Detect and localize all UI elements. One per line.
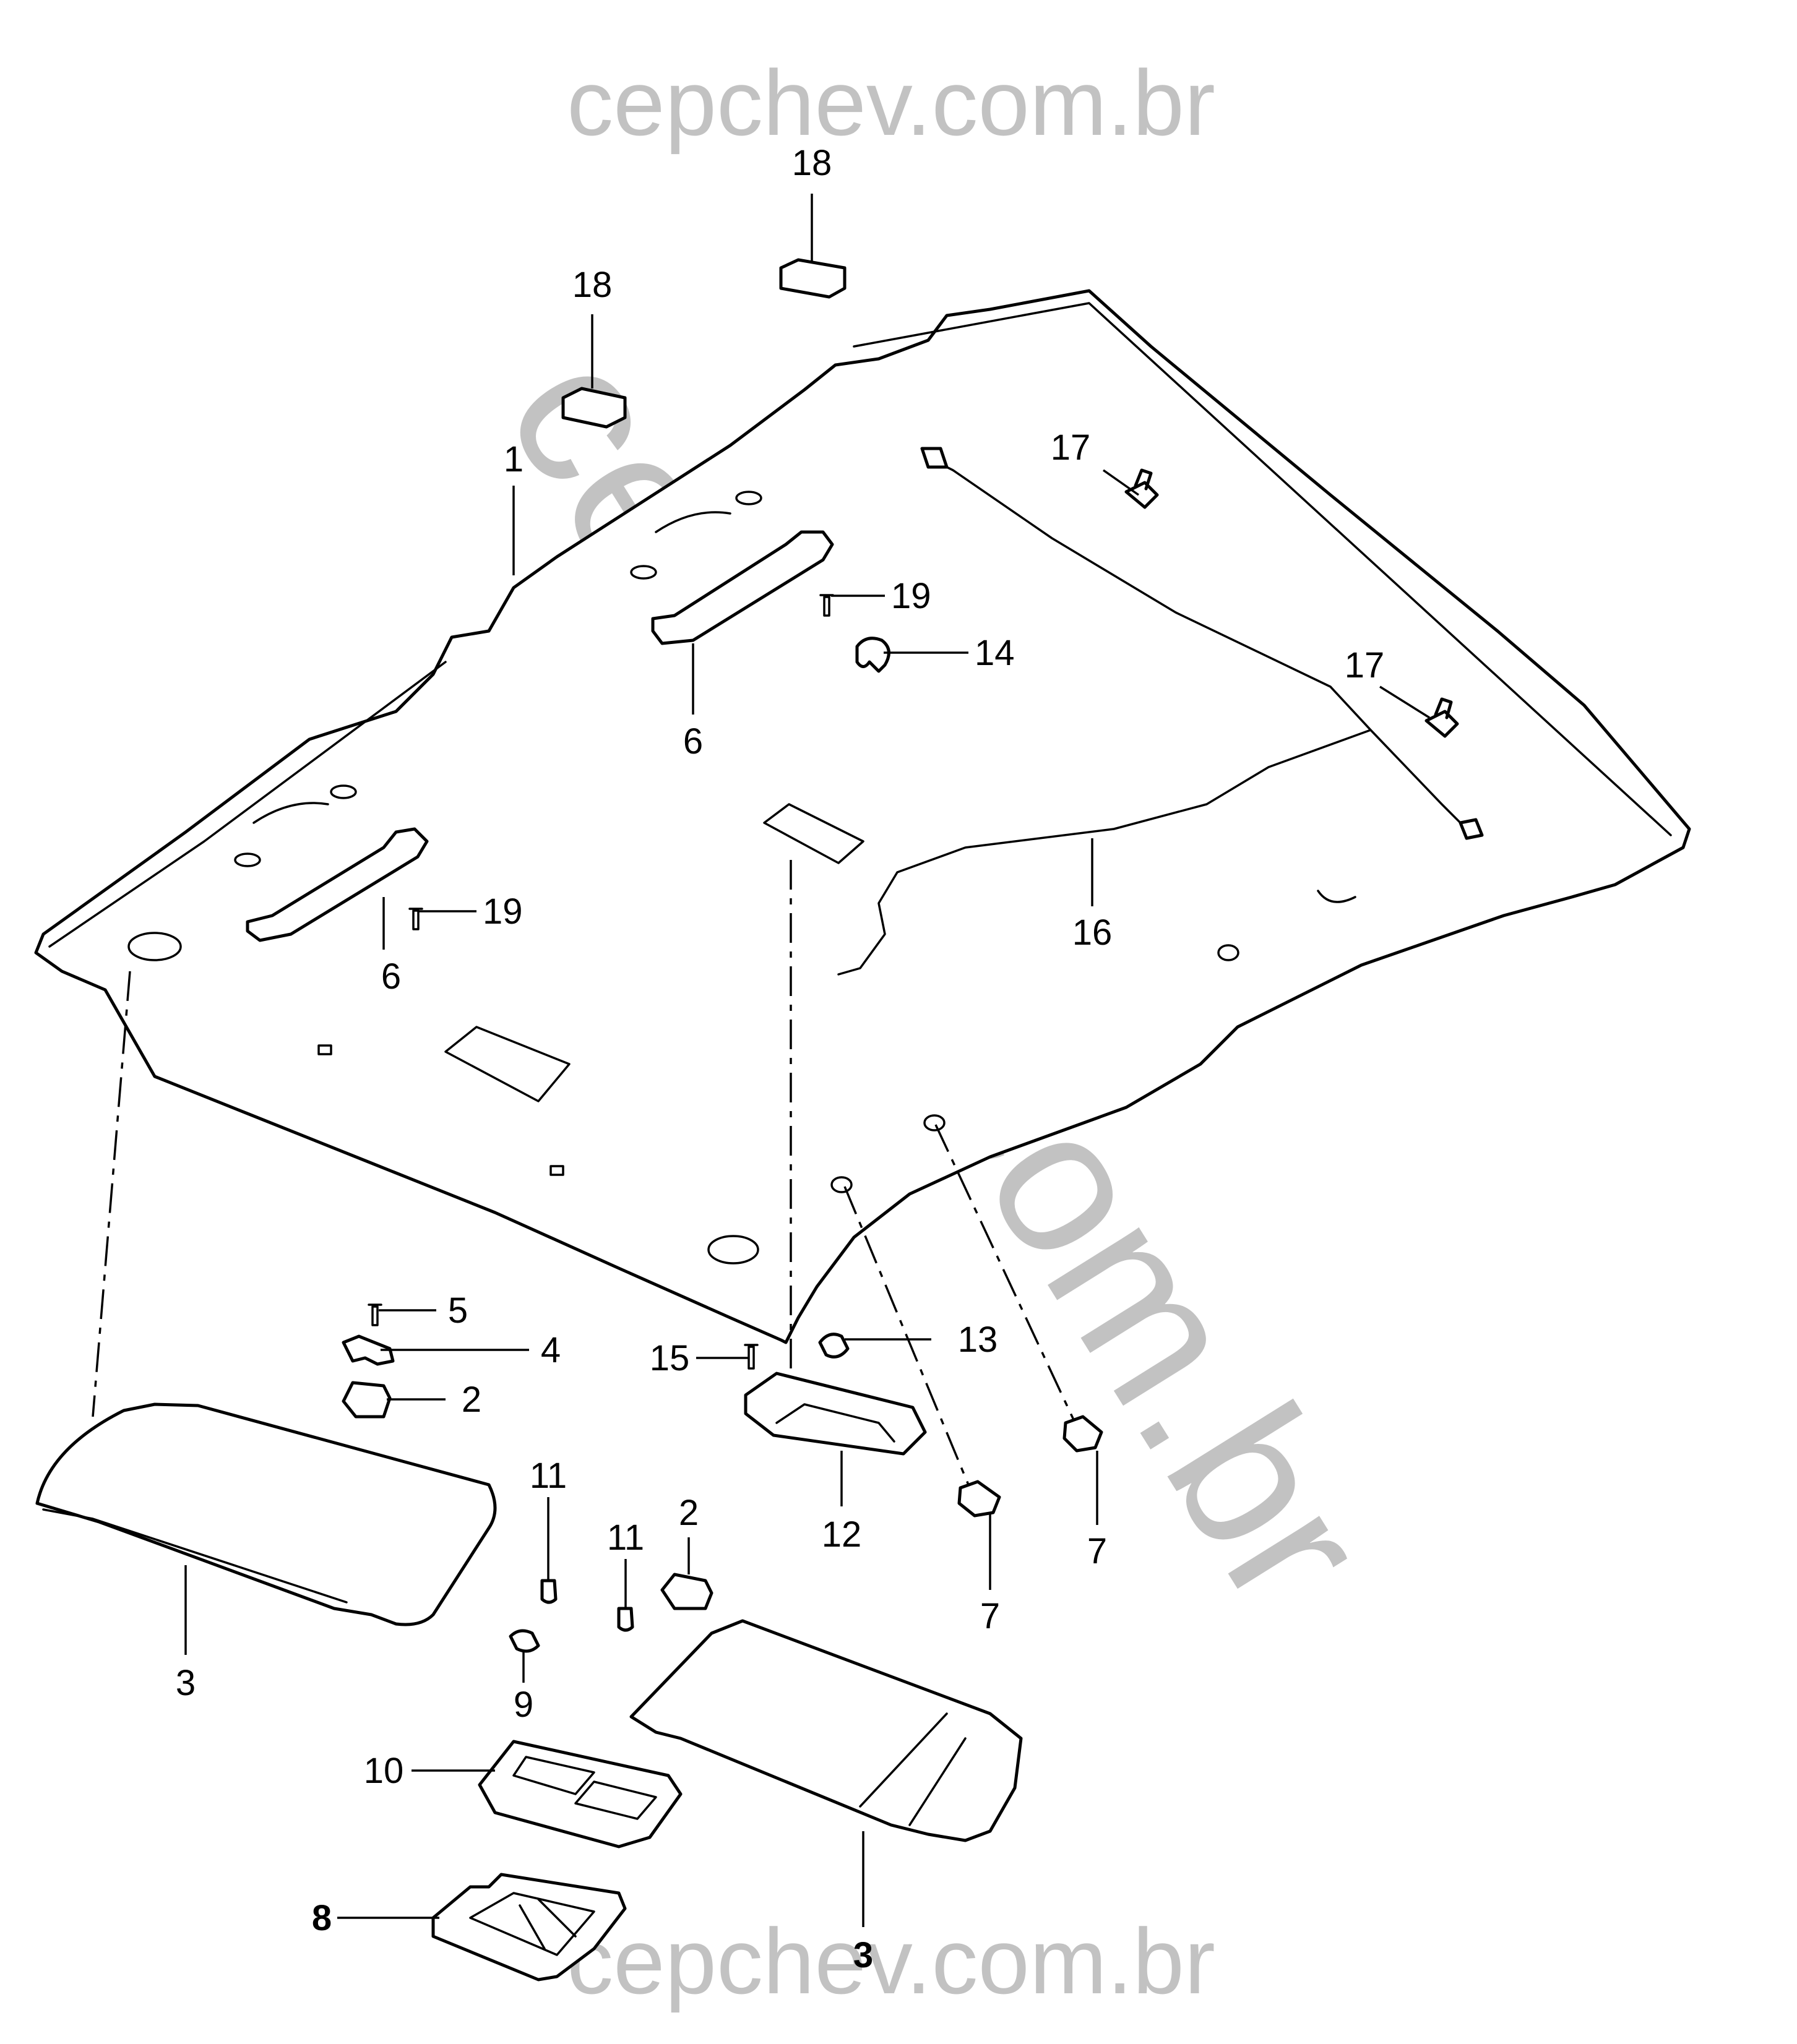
callout-17-upper: 17 <box>1051 427 1091 468</box>
callout-18-front: 18 <box>572 265 613 305</box>
align-line-left-visor <box>92 971 131 1417</box>
sun-visor-left-edge <box>42 1508 348 1604</box>
sun-visor-right <box>629 1619 1023 1842</box>
callout-18-rear: 18 <box>792 143 832 183</box>
console-lamp-10-detail <box>512 1756 657 1820</box>
callout-7-left: 7 <box>980 1596 1000 1636</box>
harness-connector-front <box>920 447 949 469</box>
callout-7-right: 7 <box>1087 1531 1107 1571</box>
screw-19-front <box>408 908 423 930</box>
callout-19-rear: 19 <box>891 576 931 616</box>
bulb-9 <box>509 1629 540 1653</box>
harness-connector-rear <box>1459 818 1484 840</box>
bulb-11-right <box>617 1607 634 1632</box>
foam-pad-rear <box>779 258 847 299</box>
callout-8: 8 <box>312 1898 332 1938</box>
assist-handle-rear <box>651 530 834 645</box>
callout-4: 4 <box>541 1330 561 1370</box>
dome-lamp-lens <box>775 1403 895 1443</box>
callout-5: 5 <box>448 1290 468 1331</box>
dome-lamp-12 <box>744 1372 927 1456</box>
callout-12: 12 <box>822 1514 862 1555</box>
bulb-11-left <box>540 1579 558 1604</box>
callout-11-left: 11 <box>530 1456 567 1496</box>
align-line-cover-left <box>843 1186 970 1485</box>
console-lamp-10 <box>478 1740 683 1849</box>
callout-3-right: 3 <box>853 1935 873 1975</box>
callout-11-right: 11 <box>607 1518 644 1558</box>
screw-5 <box>368 1303 382 1326</box>
callout-13: 13 <box>958 1320 998 1360</box>
callout-17-lower: 17 <box>1345 645 1385 685</box>
callout-6-rear: 6 <box>683 721 703 762</box>
screw-19-rear <box>819 594 834 617</box>
cover-7-right <box>1062 1415 1103 1453</box>
watermark-top: cepchev.com.br <box>567 51 1215 155</box>
watermark-bottom: cepchev.com.br <box>567 1909 1215 2013</box>
callout-2-upper: 2 <box>462 1380 481 1420</box>
callout-19-front: 19 <box>483 891 523 932</box>
wiring-harness <box>837 457 1468 976</box>
console-lamp-8 <box>431 1873 627 1982</box>
cover-7-left <box>957 1480 1001 1518</box>
callout-10: 10 <box>364 1751 404 1791</box>
callout-15: 15 <box>650 1338 690 1378</box>
assist-handle-front <box>246 827 429 942</box>
screw-15 <box>744 1344 759 1370</box>
clip-14 <box>855 637 890 673</box>
callout-2-lower: 2 <box>679 1493 699 1533</box>
callout-1: 1 <box>504 439 524 479</box>
foam-pad-front <box>561 387 627 429</box>
callout-9: 9 <box>514 1685 533 1725</box>
headliner-panel <box>34 289 1691 1344</box>
visor-clip-2-upper <box>342 1381 392 1419</box>
visor-clip-2-lower <box>660 1573 713 1610</box>
align-line-cover-right <box>934 1124 1075 1420</box>
clip-17-lower <box>1424 697 1459 738</box>
bracket-4 <box>342 1334 395 1366</box>
clip-17-upper <box>1124 468 1159 509</box>
callout-14: 14 <box>975 633 1015 673</box>
callout-6-front: 6 <box>381 956 401 997</box>
sun-visor-left <box>35 1402 497 1626</box>
callout-3-left: 3 <box>176 1663 196 1703</box>
callout-16: 16 <box>1072 912 1113 953</box>
console-lamp-8-detail <box>469 1892 595 1956</box>
bulb-13 <box>818 1333 850 1359</box>
sun-visor-right-fold <box>859 1712 967 1826</box>
